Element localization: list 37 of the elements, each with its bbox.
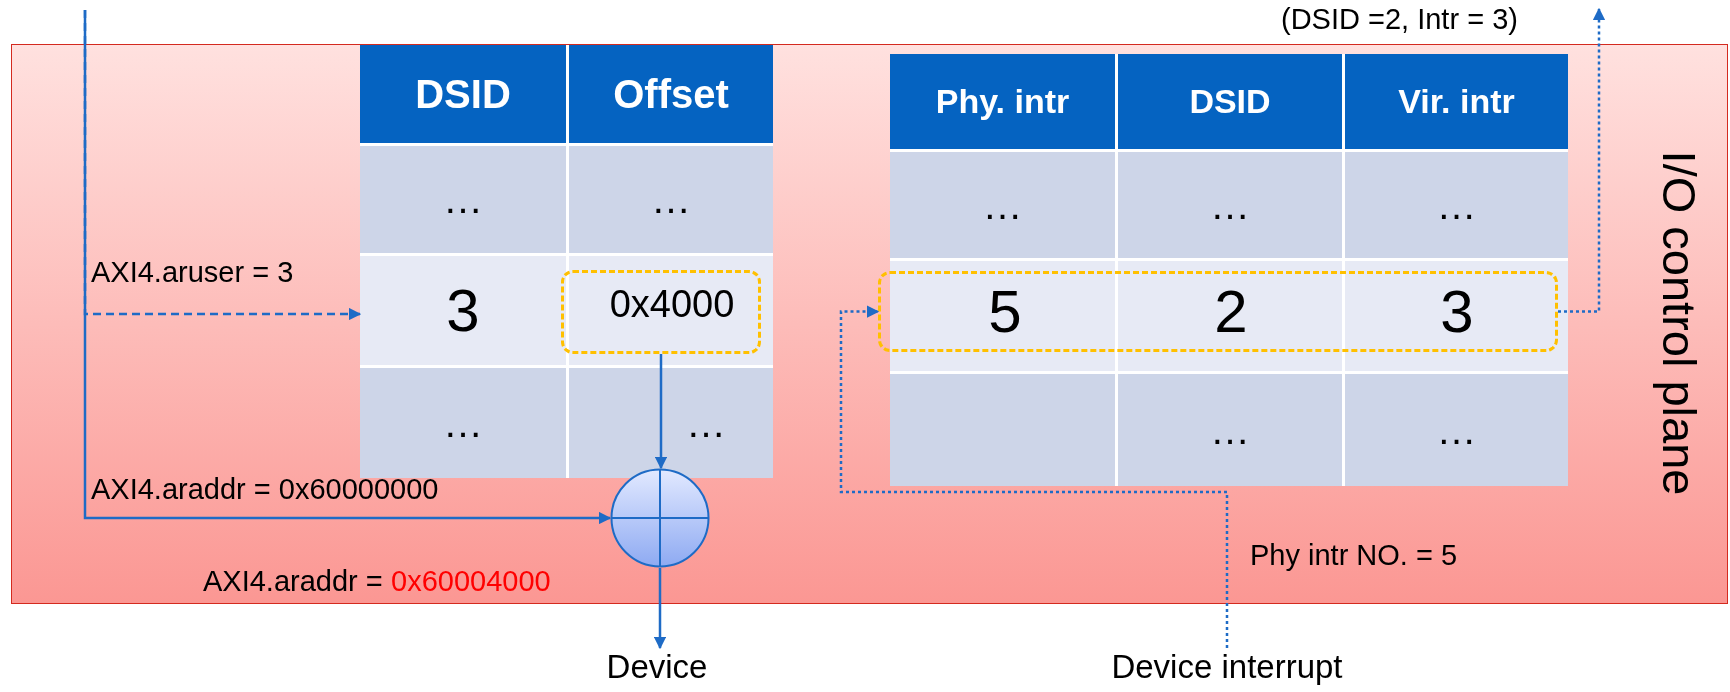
cell-value: 2 (1214, 277, 1248, 346)
highlight-box (561, 270, 761, 354)
signal-label: AXI4.aruser = 3 (91, 257, 294, 289)
table-cell: … (1345, 152, 1568, 258)
table-cell: … (569, 368, 773, 478)
table-header: DSID (360, 45, 566, 143)
adder-circle (610, 468, 710, 568)
control-plane-panel (11, 44, 1728, 604)
cell-value: 5 (988, 277, 1022, 346)
panel-title: I/O control plane (1651, 150, 1707, 496)
lookup-table (360, 45, 773, 478)
table-cell: … (1118, 374, 1342, 486)
arrow (653, 568, 667, 650)
table-cell: … (1118, 152, 1342, 258)
table-cell: … (360, 368, 566, 478)
arrow (1558, 7, 1606, 313)
table-header: Vir. intr (1345, 54, 1568, 149)
table-cell: 3 (360, 256, 566, 365)
cell-value: 3 (1440, 277, 1474, 346)
cell-value: 0x4000 (609, 283, 735, 327)
signal-label: Phy intr NO. = 5 (1250, 540, 1458, 572)
arrow (839, 305, 1229, 648)
edge-label: (DSID =2, Intr = 3) (1279, 4, 1520, 36)
highlight-box (878, 271, 1558, 352)
endpoint-label: Device interrupt (1072, 648, 1382, 686)
signal-label: 0x60004000 (391, 566, 551, 598)
table-header: Phy. intr (890, 54, 1115, 149)
table-cell: … (1345, 374, 1568, 486)
table-cell: … (360, 146, 566, 253)
arrow (654, 354, 668, 470)
signal-label: AXI4.araddr = (203, 566, 383, 598)
table-header: DSID (1118, 54, 1342, 149)
table-header: Offset (569, 45, 773, 143)
table-cell: … (569, 146, 773, 253)
endpoint-label: Device (587, 648, 727, 686)
arrow (83, 10, 612, 525)
table-cell: … (890, 152, 1115, 258)
